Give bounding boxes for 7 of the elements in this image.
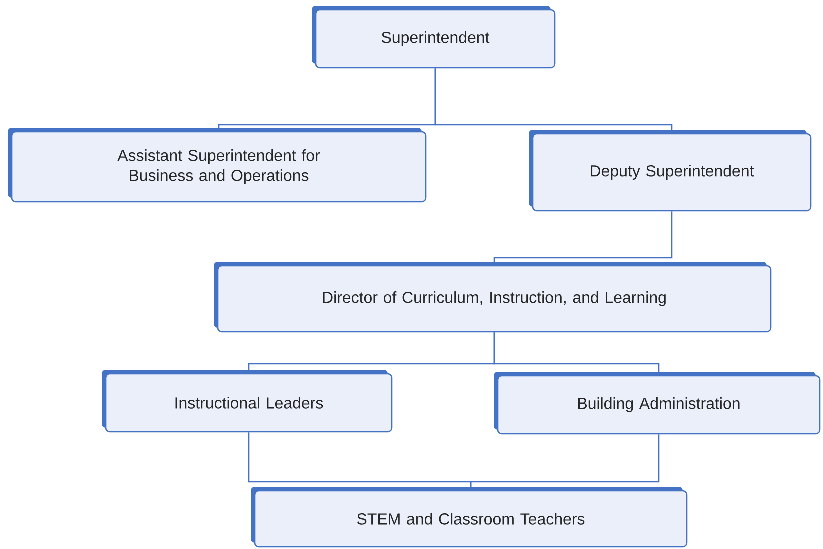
org-box: Deputy Superintendent xyxy=(529,130,812,212)
org-box: STEM and Classroom Teachers xyxy=(251,487,688,548)
org-box: Instructional Leaders xyxy=(102,370,393,433)
org-box: Assistant Superintendent for Business and Operations xyxy=(8,128,427,203)
org-box: Director of Curriculum, Instruction, and Learning xyxy=(214,262,772,333)
org-box: Superintendent xyxy=(312,6,556,69)
org-box: Building Administration xyxy=(494,372,821,435)
